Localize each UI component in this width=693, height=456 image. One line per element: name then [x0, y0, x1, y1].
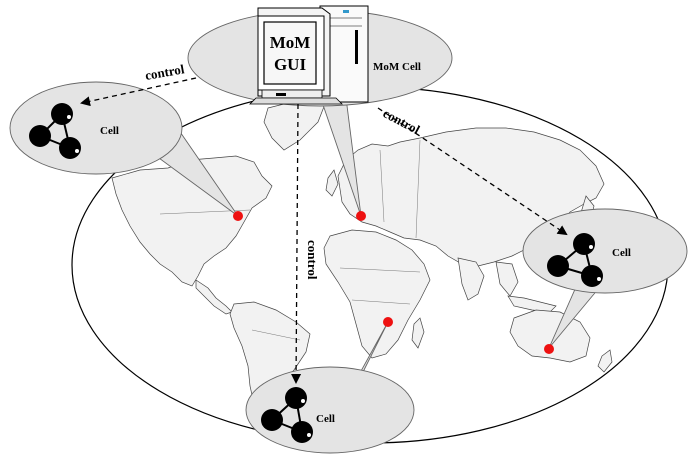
landmass-new-zealand	[597, 349, 613, 373]
cell-node	[581, 265, 603, 287]
landmass-india	[457, 257, 485, 301]
control-arrow-australia	[377, 107, 568, 236]
gui-label-line2: GUI	[274, 55, 307, 74]
gui-label-line1: MoM	[270, 33, 311, 52]
workstation-icon	[249, 5, 369, 105]
cell-node	[59, 137, 81, 159]
control-arrow-africa	[291, 103, 302, 384]
control-arrow-north-america	[80, 77, 197, 107]
cell-node	[261, 409, 283, 431]
site-marker-africa	[383, 317, 393, 327]
landmass-greenland	[263, 99, 326, 151]
cell-node	[51, 103, 73, 125]
cell-node	[285, 387, 307, 409]
cell-bubble-africa	[245, 366, 415, 454]
cell-graph-africa	[261, 387, 313, 443]
site-marker-europe	[356, 211, 366, 221]
landmass-uk	[325, 169, 339, 197]
cell-bubble-north-america	[9, 81, 183, 175]
control-label-australia: control	[381, 105, 423, 137]
cell-graph-north-america	[29, 103, 81, 159]
mom-cell-label: MoM Cell	[373, 61, 421, 73]
cell-node	[291, 421, 313, 443]
site-marker-north-america	[233, 211, 243, 221]
cell-label-australia: Cell	[612, 247, 631, 259]
cell-label-north-america: Cell	[100, 125, 119, 137]
cell-node	[573, 233, 595, 255]
landmass-africa	[323, 229, 431, 359]
landmass-australia	[509, 309, 591, 363]
cell-node	[29, 125, 51, 147]
landmass-southeast-asia	[495, 261, 519, 297]
cell-graph-australia	[547, 233, 603, 287]
landmass-north-america	[111, 155, 273, 287]
control-label-africa: control	[305, 240, 320, 280]
site-marker-australia	[544, 344, 554, 354]
landmass-indonesia	[507, 295, 557, 313]
cell-bubble-australia	[522, 208, 688, 294]
control-label-north-america: control	[144, 61, 186, 83]
landmass-central-america	[195, 279, 233, 315]
landmass-madagascar	[411, 317, 425, 349]
cell-label-africa: Cell	[316, 413, 335, 425]
cell-node	[547, 255, 569, 277]
